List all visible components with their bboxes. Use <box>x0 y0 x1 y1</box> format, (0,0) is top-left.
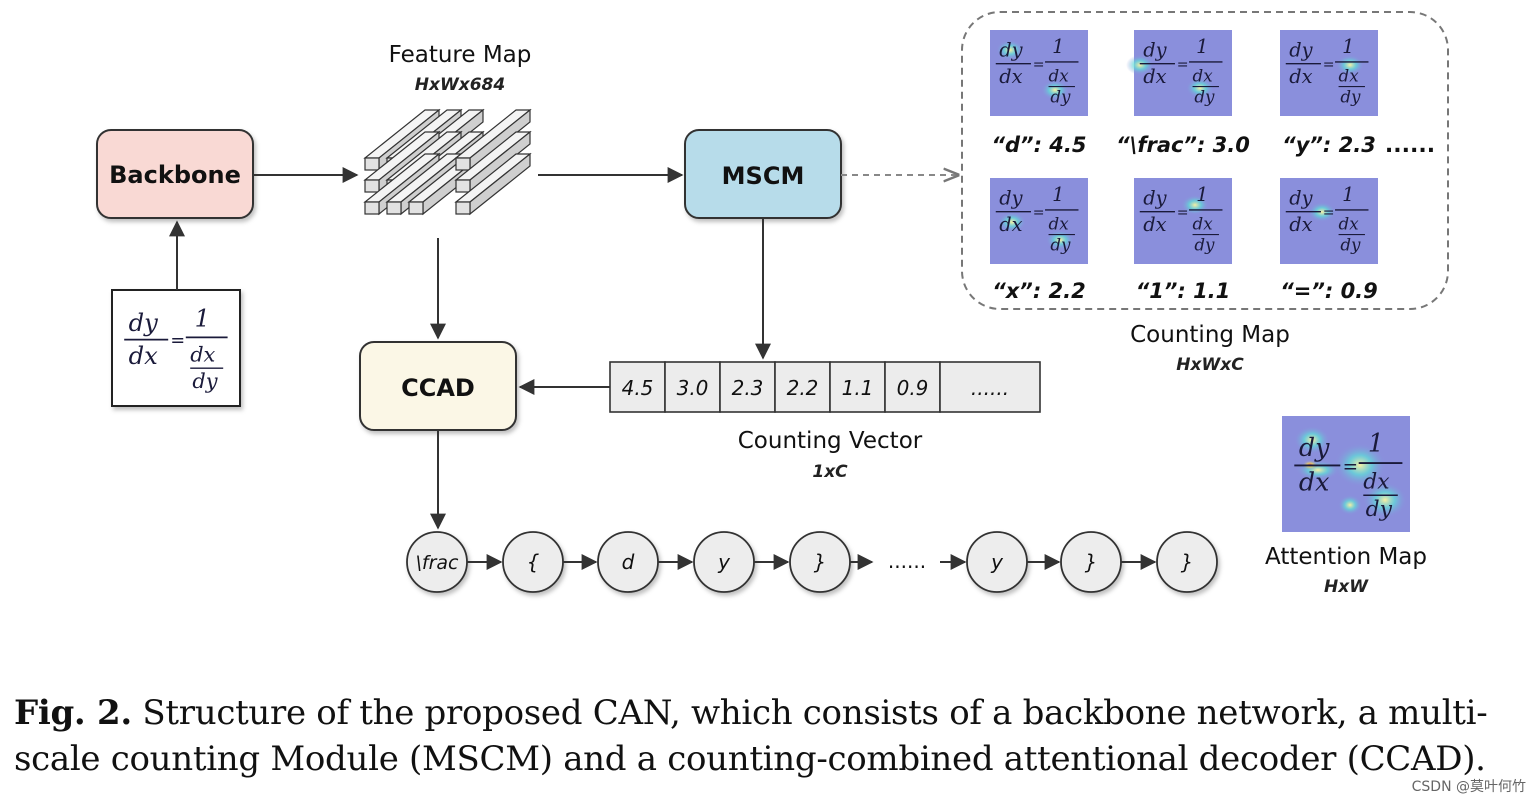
sequence-token-label: y <box>717 550 731 574</box>
counting-map-tile <box>990 30 1088 116</box>
sequence-token-label: d <box>622 550 635 574</box>
sequence-ellipsis: ...... <box>888 549 926 573</box>
attention-map-dims: HxW <box>1324 577 1369 597</box>
counting-vector-value: 1.1 <box>842 376 874 400</box>
feature-bar <box>454 108 532 172</box>
feature-bar <box>454 130 532 194</box>
backbone-block: Backbone <box>96 129 254 219</box>
sequence-token-label: { <box>527 550 540 574</box>
counting-vector-cell <box>939 361 1041 413</box>
caption-text: Structure of the proposed CAN, which con… <box>14 693 1488 779</box>
counting-map-label: “d”: 4.5 <box>992 133 1087 157</box>
sequence-token-label: y <box>990 550 1004 574</box>
figure-caption: Fig. 2. Structure of the proposed CAN, w… <box>14 690 1526 782</box>
ccad-block: CCAD <box>359 341 517 431</box>
counting-vector-cell <box>719 361 776 413</box>
input-formula-image <box>111 289 241 407</box>
counting-map-panel <box>961 11 1449 310</box>
feature-map-cube <box>363 108 532 216</box>
feature-map-dims: HxWx684 <box>415 75 505 95</box>
counting-map-title: Counting Map <box>1130 322 1290 348</box>
sequence-token-label: } <box>1085 550 1098 574</box>
counting-map-label: “y”: 2.3 <box>1282 133 1376 157</box>
ccad-label: CCAD <box>401 374 475 402</box>
attention-map-image <box>1282 416 1410 532</box>
counting-map-label: “x”: 2.2 <box>992 279 1086 303</box>
backbone-label: Backbone <box>109 161 241 189</box>
counting-map-dims: HxWxC <box>1176 355 1244 375</box>
counting-map-label: “\frac”: 3.0 <box>1116 133 1250 157</box>
feature-bar <box>454 152 532 216</box>
counting-vector-cell <box>664 361 721 413</box>
counting-map-tile <box>1126 30 1232 116</box>
counting-vector-value: 3.0 <box>677 376 709 400</box>
attention-map-title: Attention Map <box>1265 544 1427 570</box>
sequence-token-label: \frac <box>416 552 460 574</box>
counting-vector-value: ...... <box>971 376 1009 400</box>
counting-vector-cell <box>609 361 666 413</box>
counting-vector-cell <box>774 361 831 413</box>
counting-vector-dims: 1xC <box>812 462 848 482</box>
counting-map-label: “1”: 1.1 <box>1136 279 1231 303</box>
counting-map-label: “=”: 0.9 <box>1280 279 1378 303</box>
counting-vector-value: 2.2 <box>787 376 819 400</box>
sequence-token-label: } <box>814 550 827 574</box>
sequence-token-node <box>1156 531 1218 593</box>
counting-vector-value: 0.9 <box>897 376 929 400</box>
mscm-block: MSCM <box>684 129 842 219</box>
counting-vector: 4.5 3.0 2.3 2.2 1.1 0.9...... <box>609 361 1041 413</box>
feature-map-title: Feature Map <box>389 42 532 68</box>
counting-vector-value: 2.3 <box>732 376 764 400</box>
mscm-label: MSCM <box>722 162 805 190</box>
counting-vector-value: 4.5 <box>622 376 654 400</box>
watermark: CSDN @莫叶何竹 <box>1411 779 1526 795</box>
sequence-token-label: } <box>1181 550 1194 574</box>
caption-label: Fig. 2. <box>14 693 132 733</box>
counting-vector-cell <box>829 361 886 413</box>
counting-map-tile <box>1280 178 1378 264</box>
counting-map-tiles: “d”: 4.5 “\frac”: 3.0 “y”: 2.3 “x”: 2.2 “1”:… <box>990 30 1378 303</box>
counting-vector-title: Counting Vector <box>738 428 923 454</box>
counting-map-tile <box>1280 30 1378 116</box>
counting-map-ellipsis: ...... <box>1385 133 1435 158</box>
counting-map-tile <box>990 178 1088 264</box>
decoder-output-sequence: \frac { d y} y}}...... <box>406 531 1218 593</box>
counting-map-tile <box>1134 178 1232 264</box>
